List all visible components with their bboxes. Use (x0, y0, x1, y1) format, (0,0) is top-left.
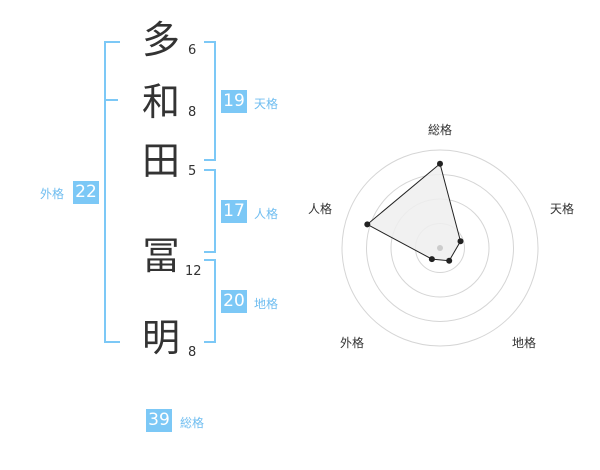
tenkaku-label: 天格 (254, 97, 279, 111)
radar-points (364, 160, 464, 264)
gaikaku-bracket-tick-top (104, 99, 118, 101)
radar-axis-label-gaikaku: 外格 (340, 335, 364, 350)
chikaku-label: 地格 (254, 297, 279, 311)
jinkaku-bracket (204, 169, 216, 253)
radar-ring-4 (341, 149, 539, 347)
radar-point-4 (364, 221, 371, 228)
gaikaku-bracket (104, 41, 120, 343)
radar-axis-label-chikaku: 地格 (512, 335, 536, 350)
stroke-count-5: 8 (188, 345, 197, 360)
radar-point-2 (446, 257, 453, 264)
radar-center-dot (437, 245, 443, 251)
soukaku-badge: 39 (146, 409, 172, 432)
stroke-count-4: 12 (185, 264, 202, 279)
radar-axis-label-tenkaku: 天格 (550, 201, 574, 216)
gaikaku-label: 外格 (40, 187, 65, 201)
radar-axis-label-jinkaku: 人格 (308, 201, 332, 216)
stroke-count-3: 5 (188, 164, 197, 179)
tenkaku-badge: 19 (221, 90, 247, 113)
name-char-2: 和 (141, 80, 180, 124)
gaikaku-badge: 22 (73, 181, 99, 204)
stroke-count-1: 6 (188, 43, 197, 58)
name-char-5: 明 (141, 316, 180, 360)
name-char-1: 多 (141, 18, 180, 62)
soukaku-label: 総格 (180, 416, 205, 430)
radar-point-3 (428, 256, 435, 263)
chikaku-badge: 20 (221, 290, 247, 313)
name-char-3: 田 (141, 139, 180, 183)
jinkaku-label: 人格 (254, 207, 279, 221)
radar-point-1 (457, 238, 464, 245)
radar-axis-label-soukaku: 総格 (428, 122, 452, 137)
chikaku-bracket (204, 259, 216, 343)
radar-point-0 (437, 160, 443, 167)
radar-polygon (366, 162, 462, 262)
fortune-radar-chart: 総格 天格 地格 外格 人格 (308, 122, 574, 350)
stroke-count-2: 8 (188, 105, 197, 120)
tenkaku-bracket (204, 41, 216, 161)
jinkaku-badge: 17 (221, 200, 247, 223)
name-char-4: 冨 (141, 234, 180, 278)
